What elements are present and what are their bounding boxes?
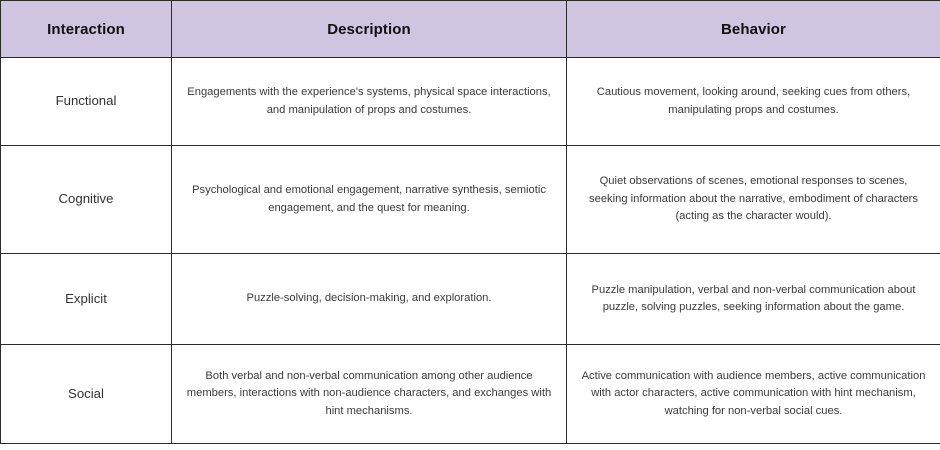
cell-behavior: Quiet observations of scenes, emotional … [566, 145, 940, 254]
cell-interaction: Cognitive [0, 145, 172, 254]
cell-interaction: Functional [0, 57, 172, 146]
table-header: Interaction Description Behavior [0, 0, 940, 58]
cell-description: Puzzle-solving, decision-making, and exp… [171, 253, 567, 345]
cell-behavior: Active communication with audience membe… [566, 344, 940, 444]
cell-description: Psychological and emotional engagement, … [171, 145, 567, 254]
cell-description: Engagements with the experience's system… [171, 57, 567, 146]
cell-description: Both verbal and non-verbal communication… [171, 344, 567, 444]
cell-behavior: Cautious movement, looking around, seeki… [566, 57, 940, 146]
cell-behavior: Puzzle manipulation, verbal and non-verb… [566, 253, 940, 345]
table-row: Social Both verbal and non-verbal commun… [0, 344, 940, 444]
column-header-behavior: Behavior [566, 0, 940, 58]
column-header-description: Description [171, 0, 567, 58]
table-row: Functional Engagements with the experien… [0, 57, 940, 146]
header-row: Interaction Description Behavior [0, 0, 940, 58]
table-body: Functional Engagements with the experien… [0, 57, 940, 444]
table-row: Explicit Puzzle-solving, decision-making… [0, 253, 940, 345]
cell-interaction: Social [0, 344, 172, 444]
table-row: Cognitive Psychological and emotional en… [0, 145, 940, 254]
cell-interaction: Explicit [0, 253, 172, 345]
column-header-interaction: Interaction [0, 0, 172, 58]
